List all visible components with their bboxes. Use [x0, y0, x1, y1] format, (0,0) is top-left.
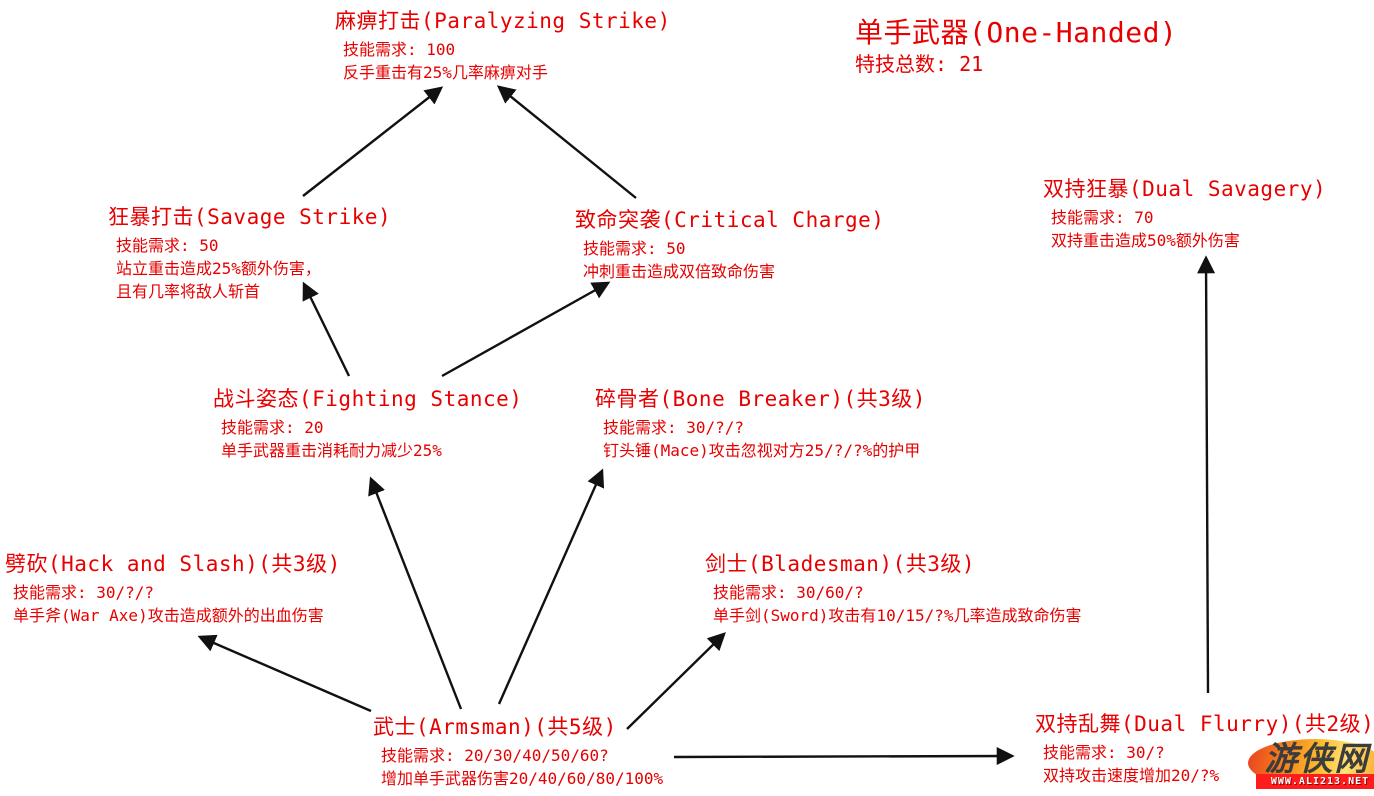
arrow-critical-charge-to-paralyzing-strike	[496, 85, 637, 199]
arrow-fighting-stance-to-critical-charge	[441, 281, 611, 378]
skill-node-dual-flurry: 双持乱舞(Dual Flurry)(共2级) 技能需求: 30/? 双持攻击速度增…	[1035, 711, 1374, 787]
skill-node-desc-line: 技能需求: 50	[116, 236, 219, 255]
arrow-armsman-to-bone-breaker	[497, 468, 605, 705]
skill-node-title: 麻痹打击(Paralyzing Strike)	[335, 9, 671, 33]
skill-node-title: 双持狂暴(Dual Savagery)	[1043, 177, 1327, 201]
tree-header: 单手武器(One-Handed) 特技总数: 21	[855, 16, 1177, 78]
skill-node-title: 致命突袭(Critical Charge)	[575, 208, 885, 232]
tree-perk-count: 特技总数: 21	[855, 52, 984, 76]
skill-node-desc-line: 技能需求: 100	[343, 40, 456, 59]
arrow-dual-flurry-to-dual-savagery	[1197, 255, 1216, 694]
skill-node-desc-line: 技能需求: 30/?/?	[603, 418, 745, 437]
skill-node-dual-savagery: 双持狂暴(Dual Savagery) 技能需求: 70 双持重击造成50%额外伤…	[1043, 176, 1326, 252]
skill-node-title: 碎骨者(Bone Breaker)(共3级)	[595, 387, 926, 411]
watermark: 游侠网 WWW.ALI213.NET	[1244, 731, 1374, 796]
skill-node-title: 双持乱舞(Dual Flurry)(共2级)	[1035, 712, 1374, 736]
skill-node-desc-line: 技能需求: 30/60/?	[713, 583, 864, 602]
skill-node-desc-line: 且有几率将敌人斩首	[116, 282, 261, 301]
skill-node-desc-line: 单手武器重击消耗耐力减少25%	[221, 441, 442, 460]
skill-node-desc-line: 技能需求: 20	[221, 418, 324, 437]
skill-node-critical-charge: 致命突袭(Critical Charge) 技能需求: 50 冲刺重击造成双倍致命…	[575, 207, 884, 283]
arrow-armsman-to-dual-flurry	[673, 747, 1015, 766]
skill-node-title: 武士(Armsman)(共5级)	[373, 715, 617, 739]
skill-node-hack-and-slash: 劈砍(Hack and Slash)(共3级) 技能需求: 30/?/? 单手斧(…	[5, 551, 341, 627]
skill-node-desc-line: 技能需求: 50	[583, 239, 686, 258]
skill-node-armsman: 武士(Armsman)(共5级) 技能需求: 20/30/40/50/60? 增加…	[373, 714, 663, 790]
skill-node-title: 战斗姿态(Fighting Stance)	[213, 387, 523, 411]
skill-node-desc-line: 技能需求: 30/?	[1043, 743, 1165, 762]
skill-node-bladesman: 剑士(Bladesman)(共3级) 技能需求: 30/60/? 单手剑(Swor…	[705, 551, 1082, 627]
skill-node-desc-line: 双持攻击速度增加20/?%	[1043, 766, 1220, 785]
skill-node-desc-line: 增加单手武器伤害20/40/60/80/100%	[381, 769, 664, 788]
skill-node-bone-breaker: 碎骨者(Bone Breaker)(共3级) 技能需求: 30/?/? 钉头锤(M…	[595, 386, 926, 462]
skill-node-desc-line: 技能需求: 30/?/?	[13, 583, 155, 602]
skill-node-desc-line: 冲刺重击造成双倍致命伤害	[583, 262, 776, 281]
watermark-site-name: 游侠网	[1264, 739, 1370, 778]
skill-node-title: 剑士(Bladesman)(共3级)	[705, 552, 976, 576]
skill-node-desc-line: 技能需求: 70	[1051, 208, 1154, 227]
skill-node-desc-line: 站立重击造成25%额外伤害，	[116, 259, 321, 278]
skill-node-desc-line: 单手剑(Sword)攻击有10/15/?%几率造成致命伤害	[713, 606, 1082, 625]
skill-node-desc-line: 钉头锤(Mace)攻击忽视对方25/?/?%的护甲	[603, 441, 921, 460]
skill-node-title: 狂暴打击(Savage Strike)	[108, 205, 392, 229]
skill-node-desc-line: 双持重击造成50%额外伤害	[1051, 231, 1240, 250]
watermark-site-url: WWW.ALI213.NET	[1256, 774, 1374, 789]
skill-node-paralyzing-strike: 麻痹打击(Paralyzing Strike) 技能需求: 100 反手重击有25…	[335, 8, 671, 84]
arrow-armsman-to-fighting-stance	[368, 476, 463, 710]
skill-node-desc-line: 反手重击有25%几率麻痹对手	[343, 63, 548, 82]
skill-node-savage-strike: 狂暴打击(Savage Strike) 技能需求: 50 站立重击造成25%额外伤…	[108, 204, 391, 303]
skill-node-desc-line: 技能需求: 20/30/40/50/60?	[381, 746, 609, 765]
tree-title: 单手武器(One-Handed)	[855, 16, 1178, 49]
arrow-savage-strike-to-paralyzing-strike	[302, 86, 444, 197]
arrow-armsman-to-hack-and-slash	[197, 634, 372, 713]
skill-node-title: 劈砍(Hack and Slash)(共3级)	[5, 552, 341, 576]
skill-node-fighting-stance: 战斗姿态(Fighting Stance) 技能需求: 20 单手武器重击消耗耐力…	[213, 386, 522, 462]
skill-node-desc-line: 单手斧(War Axe)攻击造成额外的出血伤害	[13, 606, 324, 625]
